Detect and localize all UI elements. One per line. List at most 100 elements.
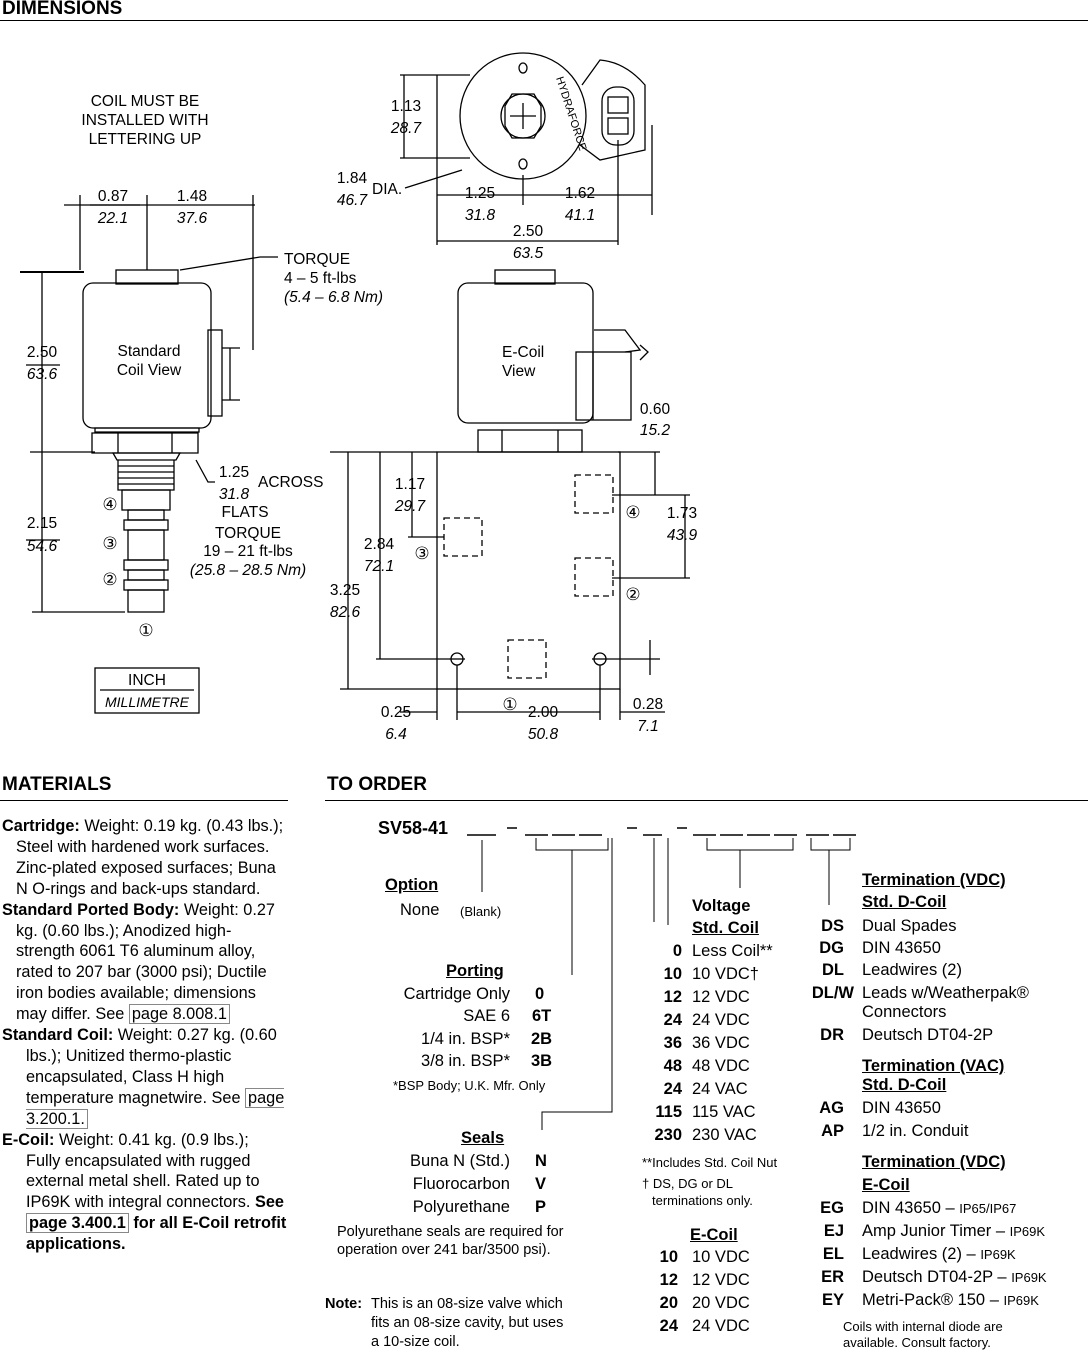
option-title: Option (385, 876, 439, 894)
dim-215-mm: 54.6 (27, 538, 58, 555)
option-none: None (400, 901, 440, 919)
dim-028-inch: 0.28 (633, 696, 663, 713)
std-view-1: Standard (118, 343, 181, 360)
torque-top-value: 4 – 5 ft-lbs (284, 270, 357, 287)
port-2-left: ② (102, 570, 117, 589)
std-view-2: Coil View (117, 362, 182, 379)
ecoil-voltage-code: 20 (659, 1294, 678, 1312)
voltage-label: 24 VDC (692, 1011, 750, 1029)
dim-200-mm: 50.8 (528, 726, 559, 743)
dim-162-inch: 1.62 (565, 185, 595, 202)
termination-footer-2: available. Consult factory. (843, 1335, 991, 1350)
dim-113-mm: 28.7 (390, 120, 423, 137)
header-rule (0, 20, 1088, 21)
ecoil-voltage-label: 20 VDC (692, 1294, 750, 1312)
porting-label-3: 3/8 in. BSP* (421, 1052, 510, 1070)
term-ecoil-code: EG (820, 1199, 844, 1217)
ecoil-voltage-code: 12 (659, 1271, 678, 1289)
materials-header: MATERIALS (2, 774, 112, 795)
note-line-1: This is an 08-size valve which (371, 1296, 563, 1312)
dim-060-mm: 15.2 (640, 422, 671, 439)
term-ecoil-code: ER (821, 1268, 844, 1286)
dim-060-inch: 0.60 (640, 401, 671, 418)
ecoil-page-ref[interactable]: page 3.400.1 (26, 1213, 129, 1234)
flats-label-2: FLATS (221, 504, 268, 521)
torque-bottom-metric: (25.8 – 28.5 Nm) (190, 562, 306, 579)
brand-label: HYDRAFORCE (553, 75, 588, 152)
ecoil-voltage-label: 10 VDC (692, 1248, 750, 1266)
voltage-code: 230 (654, 1126, 682, 1144)
port-4-body: ④ (625, 503, 640, 522)
dim-250l-inch: 2.50 (27, 344, 58, 361)
dim-125-mm: 31.8 (465, 207, 496, 224)
to-order-rule (325, 800, 1088, 801)
dim-250t-inch: 2.50 (513, 223, 544, 240)
termination-ecoil-vdc-title: Termination (VDC) (862, 1153, 1006, 1171)
seals-note-2: operation over 241 bar/3500 psi). (337, 1242, 551, 1258)
voltage-note-1: **Includes Std. Coil Nut (642, 1155, 778, 1170)
seals-code-1: V (535, 1175, 547, 1193)
dim-250l-mm: 63.6 (27, 366, 58, 383)
coil-page-ref[interactable]: page 3.200.1. (26, 1087, 285, 1129)
voltage-title: Voltage (692, 897, 751, 915)
term-ecoil-label: Amp Junior Timer – IP69K (862, 1222, 1046, 1240)
term-code: DL/W (811, 984, 854, 1002)
term-vac-label: 1/2 in. Conduit (862, 1122, 969, 1140)
voltage-label: 12 VDC (692, 988, 750, 1006)
ecoil-voltage-code: 24 (659, 1317, 678, 1335)
termination-vac-title: Termination (VAC) (862, 1057, 1005, 1075)
coil-note-3: LETTERING UP (89, 131, 202, 148)
voltage-code: 12 (663, 988, 682, 1006)
seals-label-0: Buna N (Std.) (410, 1152, 510, 1170)
term-label: Dual Spades (862, 917, 957, 935)
voltage-note-3: terminations only. (652, 1193, 753, 1208)
ecoil-view-2: View (502, 363, 536, 380)
ecoil-voltage-label: 24 VDC (692, 1317, 750, 1335)
note-line-3: a 10-size coil. (371, 1334, 460, 1350)
dim-025-inch: 0.25 (381, 704, 411, 721)
seals-title: Seals (461, 1129, 505, 1147)
materials-body: Standard Ported Body: Weight: 0.27 kg. (… (2, 900, 275, 1025)
dim-184-inch: 1.84 (337, 170, 368, 187)
torque-bottom-label: TORQUE (215, 525, 281, 542)
voltage-code: 24 (663, 1011, 682, 1029)
materials-coil: Standard Coil: Weight: 0.27 kg. (0.60 lb… (2, 1026, 285, 1129)
dimension-drawing: COIL MUST BE INSTALLED WITH LETTERING UP… (20, 52, 697, 743)
voltage-label: 48 VDC (692, 1057, 750, 1075)
porting-code-0: 0 (535, 985, 545, 1003)
porting-label-1: SAE 6 (463, 1007, 510, 1025)
term-code: DG (819, 939, 844, 957)
ecoil-voltage-label: 12 VDC (692, 1271, 750, 1289)
note-label: Note: (325, 1296, 363, 1312)
dim-184-mm: 46.7 (337, 192, 369, 209)
term-label: DIN 43650 (862, 939, 941, 957)
voltage-code: 24 (663, 1080, 682, 1098)
term-ecoil-code: EL (822, 1245, 844, 1263)
to-order-header: TO ORDER (327, 774, 427, 795)
porting-code-3: 3B (531, 1052, 553, 1070)
torque-bottom-value: 19 – 21 ft-lbs (203, 543, 293, 560)
body-page-ref[interactable]: page 8.008.1 (128, 1004, 230, 1025)
voltage-std-title: Std. Coil (692, 919, 759, 937)
port-4-left: ④ (102, 495, 117, 514)
seals-code-2: P (535, 1198, 547, 1216)
materials-ecoil: E-Coil: Weight: 0.41 kg. (0.9 lbs.); Ful… (2, 1130, 287, 1254)
voltage-label: 10 VDC† (692, 965, 759, 983)
term-code: DR (820, 1026, 844, 1044)
dim-325-mm: 82.6 (330, 604, 361, 621)
term-label: Leadwires (2) (862, 961, 962, 979)
term-ecoil-code: EY (821, 1291, 844, 1309)
flats-label-1: ACROSS (258, 474, 323, 491)
port-3-left: ③ (102, 534, 117, 553)
voltage-code: 10 (663, 965, 682, 983)
flats-mm: 31.8 (219, 486, 250, 503)
dim-148-mm: 37.6 (177, 210, 208, 227)
torque-top-metric: (5.4 – 6.8 Nm) (284, 289, 383, 306)
ecoil-voltage-code: 10 (659, 1248, 678, 1266)
dim-117-inch: 1.17 (395, 476, 425, 493)
dim-200-inch: 2.00 (528, 704, 559, 721)
term-label: Leads w/Weatherpak® (862, 984, 1029, 1002)
term-ecoil-label: DIN 43650 – IP65/IP67 (862, 1199, 1017, 1217)
termination-vdc-title: Termination (VDC) (862, 871, 1006, 889)
term-ecoil-label: Deutsch DT04-2P – IP69K (862, 1268, 1047, 1286)
